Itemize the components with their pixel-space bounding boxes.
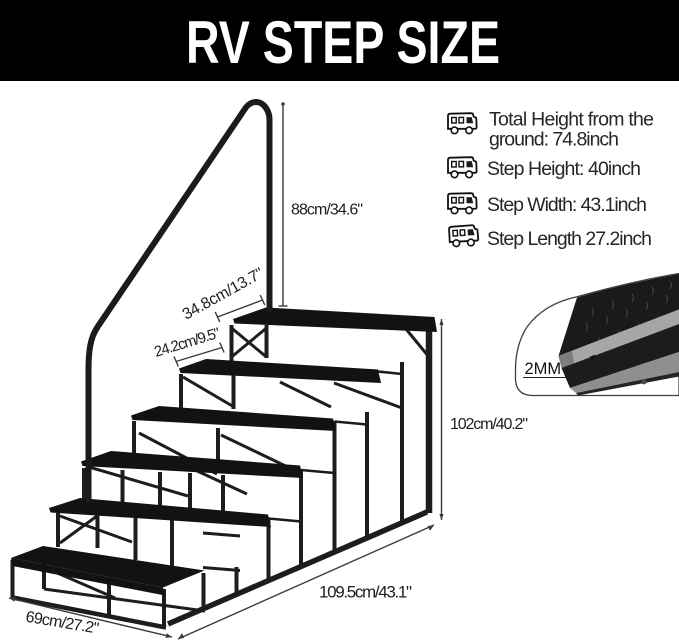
svg-text:Step Width: 43.1inch: Step Width: 43.1inch: [487, 194, 647, 216]
svg-text:102cm/40.2": 102cm/40.2": [450, 416, 528, 433]
svg-text:2MM: 2MM: [525, 360, 562, 378]
svg-text:109.5cm/43.1": 109.5cm/43.1": [319, 583, 412, 602]
svg-text:ground: 74.8inch: ground: 74.8inch: [489, 128, 619, 150]
svg-text:88cm/34.6": 88cm/34.6": [291, 202, 363, 219]
svg-text:Step Length 27.2inch: Step Length 27.2inch: [487, 228, 652, 250]
svg-text:Step Height: 40inch: Step Height: 40inch: [487, 158, 641, 180]
svg-text:RV STEP SIZE: RV STEP SIZE: [186, 9, 500, 76]
svg-text:Total Height from the: Total Height from the: [489, 109, 654, 131]
